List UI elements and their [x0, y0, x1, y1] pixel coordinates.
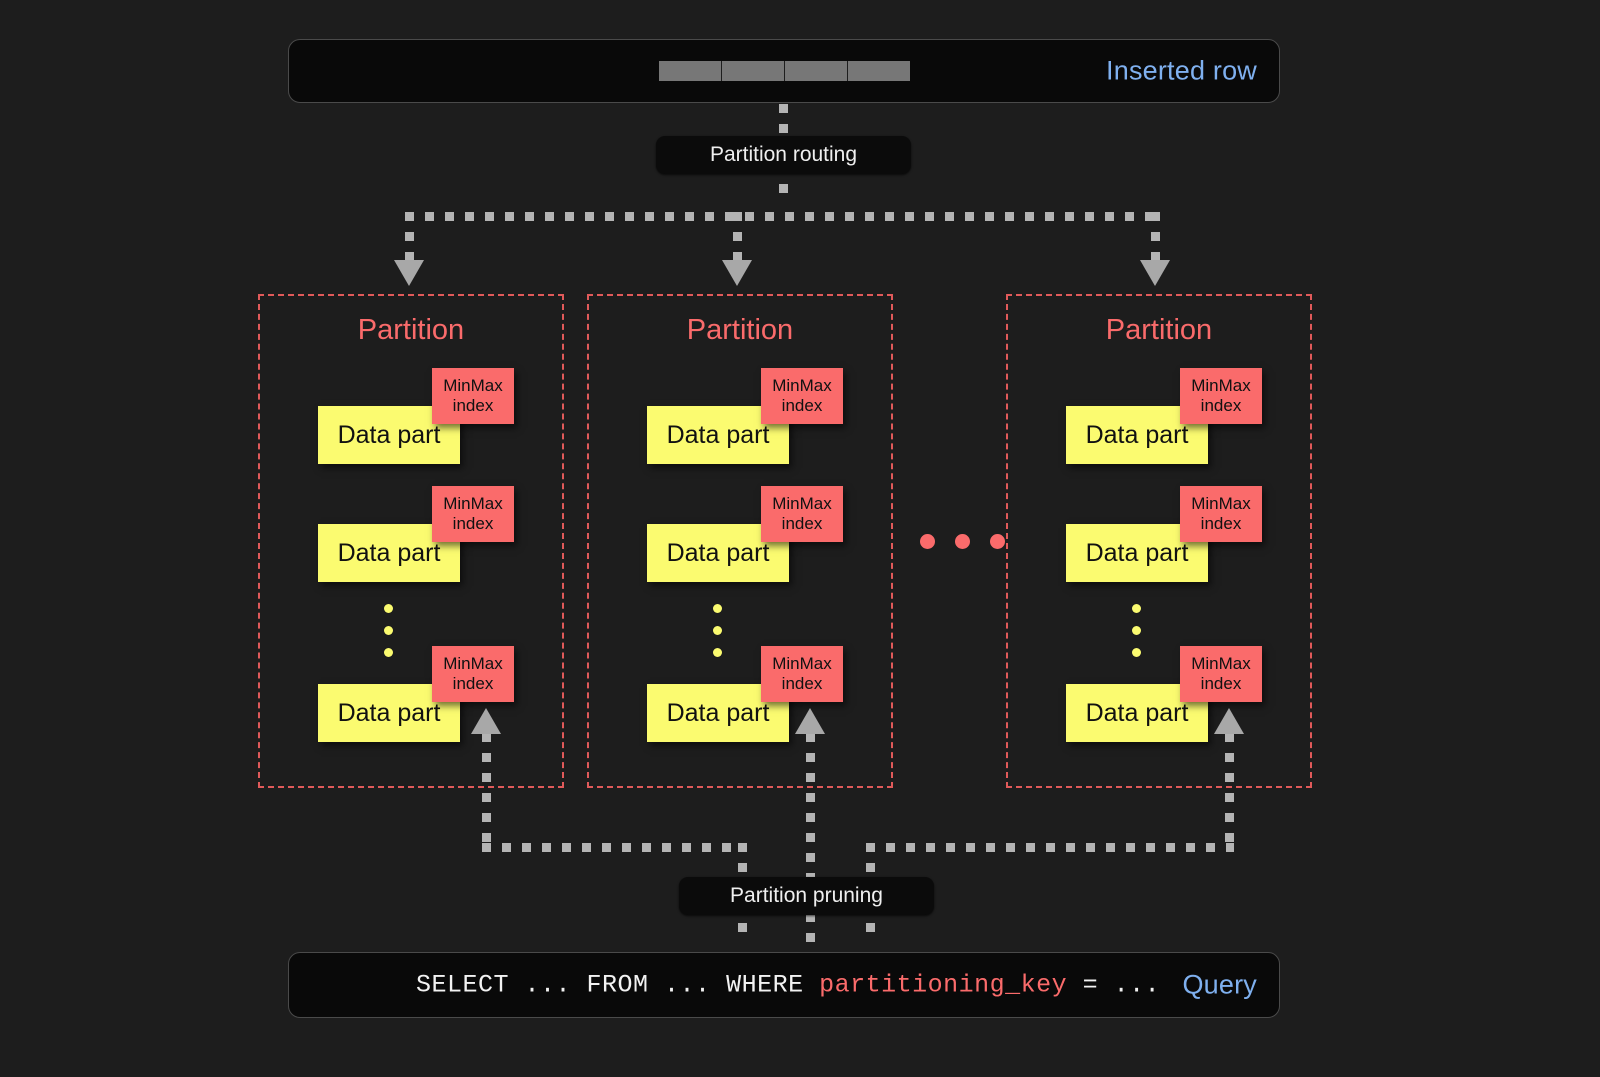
connector-bus-to-partition-1 — [405, 212, 414, 264]
minmax-index-box: MinMax index — [432, 646, 514, 702]
minmax-index-label: MinMax index — [443, 653, 503, 693]
partition-title: Partition — [1105, 314, 1213, 346]
partition-pruning-label: Partition pruning — [679, 877, 934, 915]
minmax-index-label: MinMax index — [772, 493, 832, 533]
partition-container-3: Partition MinMax index Data part MinMax … — [1006, 294, 1312, 788]
data-part-ellipsis — [713, 604, 722, 657]
minmax-index-box: MinMax index — [432, 486, 514, 542]
arrow-up-partition-3 — [1214, 708, 1244, 734]
connector-routing-bus — [405, 212, 1160, 221]
ellipsis-dot — [990, 534, 1005, 549]
partition-title: Partition — [357, 314, 465, 346]
row-cell — [722, 61, 785, 81]
partition-routing-label: Partition routing — [656, 136, 911, 174]
minmax-index-box: MinMax index — [432, 368, 514, 424]
arrow-up-partition-1 — [471, 708, 501, 734]
connector-partition-3-down — [1225, 733, 1234, 851]
data-part-row: MinMax index Data part — [1008, 486, 1310, 586]
connector-partition-1-down — [482, 733, 491, 851]
partition-title: Partition — [686, 314, 794, 346]
query-suffix: = ... — [1067, 970, 1161, 1000]
connector-pruning-bus-left — [482, 843, 747, 852]
arrow-down-partition-2 — [722, 260, 752, 286]
arrow-down-partition-3 — [1140, 260, 1170, 286]
ellipsis-dot — [713, 604, 722, 613]
ellipsis-dot — [384, 648, 393, 657]
connector-bus-to-partition-3 — [1151, 212, 1160, 264]
inserted-row-bar: Inserted row — [288, 39, 1280, 103]
connector-bus-to-partition-2 — [733, 212, 742, 264]
minmax-index-label: MinMax index — [443, 375, 503, 415]
minmax-index-box: MinMax index — [761, 486, 843, 542]
minmax-index-box: MinMax index — [761, 646, 843, 702]
arrow-down-partition-1 — [394, 260, 424, 286]
inserted-row-cells — [659, 61, 910, 81]
data-part-row: MinMax index Data part — [1008, 646, 1310, 746]
minmax-index-label: MinMax index — [772, 375, 832, 415]
data-part-row: MinMax index Data part — [1008, 368, 1310, 468]
minmax-index-label: MinMax index — [1191, 493, 1251, 533]
partition-container-1: Partition MinMax index Data part MinMax … — [258, 294, 564, 788]
query-sql-text: SELECT ... FROM ... WHERE partitioning_k… — [323, 942, 1160, 1029]
data-part-box: Data part — [1066, 406, 1208, 464]
connector-partition-2-down — [806, 733, 815, 943]
query-label: Query — [1182, 969, 1257, 1000]
ellipsis-dot — [713, 648, 722, 657]
data-part-row: MinMax index Data part — [260, 368, 562, 468]
data-part-row: MinMax index Data part — [589, 486, 891, 586]
row-cell — [659, 61, 722, 81]
data-part-ellipsis — [1132, 604, 1141, 657]
inserted-row-label: Inserted row — [1106, 55, 1257, 86]
ellipsis-dot — [1132, 604, 1141, 613]
partitions-ellipsis — [920, 534, 1005, 549]
data-part-row: MinMax index Data part — [589, 368, 891, 468]
query-bar: SELECT ... FROM ... WHERE partitioning_k… — [288, 952, 1280, 1018]
row-cell — [848, 61, 910, 81]
ellipsis-dot — [713, 626, 722, 635]
data-part-box: Data part — [318, 684, 460, 742]
minmax-index-box: MinMax index — [761, 368, 843, 424]
ellipsis-dot — [384, 626, 393, 635]
ellipsis-dot — [920, 534, 935, 549]
ellipsis-dot — [1132, 626, 1141, 635]
partition-pruning-text: Partition pruning — [730, 884, 883, 907]
query-keyword: partitioning_key — [819, 970, 1068, 1000]
ellipsis-dot — [955, 534, 970, 549]
minmax-index-label: MinMax index — [1191, 375, 1251, 415]
ellipsis-dot — [1132, 648, 1141, 657]
data-part-ellipsis — [384, 604, 393, 657]
partition-container-2: Partition MinMax index Data part MinMax … — [587, 294, 893, 788]
query-prefix: SELECT ... FROM ... WHERE — [416, 970, 820, 1000]
data-part-row: MinMax index Data part — [589, 646, 891, 746]
row-cell — [785, 61, 848, 81]
partition-routing-text: Partition routing — [709, 143, 858, 166]
minmax-index-label: MinMax index — [443, 493, 503, 533]
data-part-row: MinMax index Data part — [260, 486, 562, 586]
arrow-up-partition-2 — [795, 708, 825, 734]
data-part-row: MinMax index Data part — [260, 646, 562, 746]
minmax-index-label: MinMax index — [1191, 653, 1251, 693]
ellipsis-dot — [384, 604, 393, 613]
minmax-index-box: MinMax index — [1180, 368, 1262, 424]
minmax-index-box: MinMax index — [1180, 646, 1262, 702]
minmax-index-box: MinMax index — [1180, 486, 1262, 542]
minmax-index-label: MinMax index — [772, 653, 832, 693]
connector-pruning-bus-right — [866, 843, 1234, 852]
